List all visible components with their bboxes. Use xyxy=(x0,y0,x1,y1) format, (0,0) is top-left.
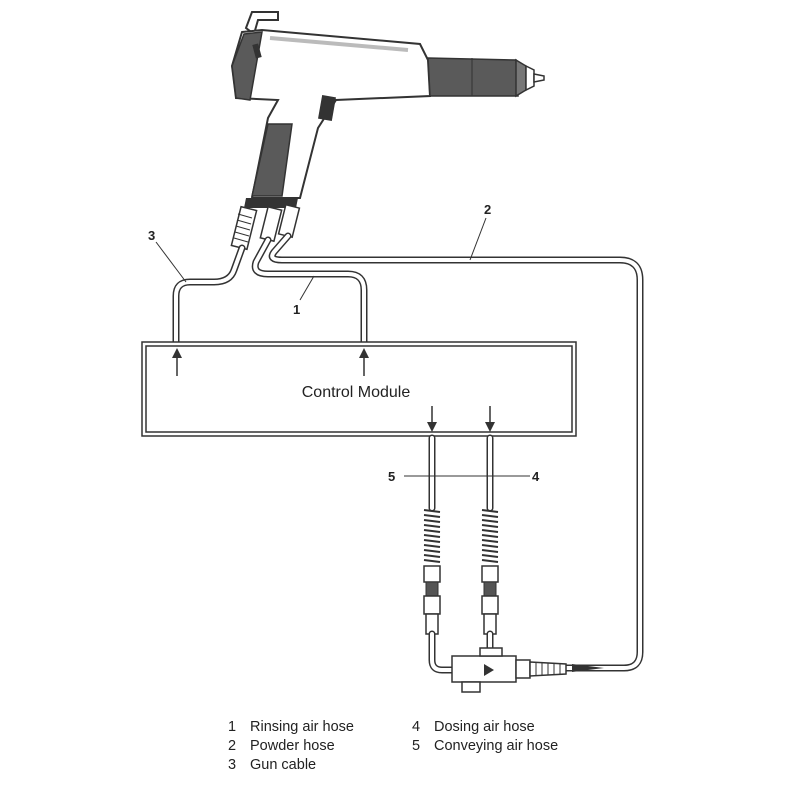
powder-injector xyxy=(451,647,604,693)
arrow-right-icon xyxy=(572,664,604,672)
legend-text-5: Conveying air hose xyxy=(434,738,558,754)
legend-num-5: 5 xyxy=(412,738,420,754)
legend-text-3: Gun cable xyxy=(250,757,316,773)
callout-2: 2 xyxy=(484,202,491,217)
legend-num-1: 1 xyxy=(228,719,236,735)
arrow-down-icon xyxy=(427,406,437,432)
spray-gun xyxy=(230,11,545,251)
callout-1: 1 xyxy=(293,302,300,317)
callout-5: 5 xyxy=(388,469,395,484)
hose-connector xyxy=(423,565,441,635)
gun-cable-line xyxy=(172,244,246,346)
legend-num-4: 4 xyxy=(412,719,420,735)
legend-num-3: 3 xyxy=(228,757,236,773)
arrow-up-icon xyxy=(359,348,369,376)
callout-3: 3 xyxy=(148,228,155,243)
legend-num-2: 2 xyxy=(228,738,236,754)
hose-connector xyxy=(481,565,499,635)
legend-text-4: Dosing air hose xyxy=(434,719,535,735)
hose-spring xyxy=(481,509,499,563)
arrow-down-icon xyxy=(485,406,495,432)
callout-4: 4 xyxy=(532,469,540,484)
hose-spring xyxy=(423,509,441,563)
control-module-label: Control Module xyxy=(302,384,411,401)
arrow-up-icon xyxy=(172,348,182,376)
legend-text-2: Powder hose xyxy=(250,738,335,754)
control-module: Control Module xyxy=(141,341,577,437)
legend-text-1: Rinsing air hose xyxy=(250,719,354,735)
powder-hose-line xyxy=(268,232,644,672)
legend: 1 Rinsing air hose 2 Powder hose 3 Gun c… xyxy=(228,719,558,773)
